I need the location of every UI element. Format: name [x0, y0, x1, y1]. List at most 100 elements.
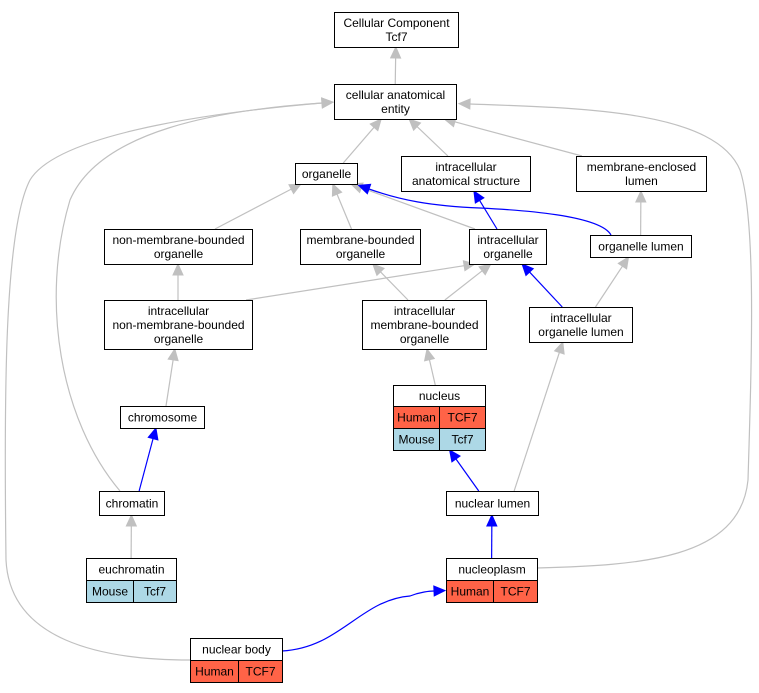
- species-label: Human: [195, 665, 234, 679]
- edge-line: [455, 458, 480, 492]
- node-label-line: membrane-bounded: [306, 233, 414, 247]
- edge-nbody-to-cae: [4, 97, 335, 661]
- edge-line: [416, 126, 449, 157]
- edge-nlumen-to-nucleus: [448, 449, 480, 492]
- edge-line: [594, 265, 623, 308]
- node-chromatin[interactable]: chromatin: [99, 491, 165, 516]
- edge-ias-to-cae: [408, 118, 449, 157]
- edge-line: [214, 188, 292, 230]
- edge-nucleus-to-imbo: [423, 347, 436, 386]
- node-nlumen[interactable]: nuclear lumen: [446, 491, 539, 516]
- arrow-head: [172, 262, 184, 276]
- node-label-line: Cellular Component: [343, 16, 450, 30]
- arrow-head: [423, 347, 436, 362]
- edge-line: [479, 200, 498, 230]
- edge-inmbo-to-nmbo: [172, 262, 184, 300]
- edge-line: [368, 188, 612, 236]
- edge-nucleoplasm-to-cae: [457, 98, 753, 569]
- node-label-line: membrane-enclosed: [587, 160, 696, 174]
- gene-label: TCF7: [246, 665, 276, 679]
- gene-cell: [493, 580, 538, 603]
- node-label-line: organelle: [400, 332, 450, 346]
- edge-line: [336, 193, 353, 230]
- node-box: [576, 156, 707, 192]
- edge-line: [529, 271, 563, 308]
- edge-nlumen-to-iol: [513, 340, 565, 492]
- edge-ol-to-organelle: [357, 183, 612, 236]
- edge-line: [55, 102, 323, 492]
- arrow-head: [486, 513, 498, 527]
- node-label-line: chromatin: [106, 497, 159, 511]
- arrow-head: [147, 426, 159, 441]
- node-box: [120, 406, 205, 429]
- arrow-head: [408, 118, 422, 132]
- edge-line: [281, 590, 435, 652]
- edge-line: [361, 187, 476, 230]
- gene-cell: [133, 580, 177, 603]
- edges-layer: [4, 45, 753, 661]
- node-label-line: chromosome: [128, 411, 198, 425]
- node-box: [334, 12, 459, 48]
- node-ol[interactable]: organelle lumen: [590, 235, 692, 258]
- node-box: [334, 84, 457, 120]
- node-box: [446, 491, 539, 516]
- node-label-line: intracellular: [394, 304, 455, 318]
- node-box: [295, 163, 358, 185]
- arrow-head: [617, 255, 630, 270]
- gene-label: TCF7: [501, 585, 531, 599]
- node-label-line: nuclear lumen: [455, 497, 530, 511]
- edge-mel-to-cae: [443, 116, 583, 157]
- node-box: [401, 156, 531, 192]
- edge-nmbo-to-organelle: [214, 183, 303, 230]
- edge-line: [245, 265, 465, 301]
- edge-iol-to-ol: [594, 255, 630, 308]
- arrow-head: [553, 340, 565, 355]
- edge-euchromatin-to-chromatin: [125, 513, 138, 559]
- edge-organelle-to-cae: [342, 118, 382, 164]
- edge-imbo-to-io: [444, 263, 492, 301]
- gene-cell: [439, 428, 486, 451]
- node-inmbo[interactable]: intracellularnon-membrane-boundedorganel…: [104, 300, 253, 350]
- arrow-head: [521, 263, 535, 277]
- arrow-head: [473, 189, 485, 204]
- species-label: Human: [397, 411, 436, 425]
- gene-label: Tcf7: [144, 585, 166, 599]
- node-label-line: lumen: [625, 174, 658, 188]
- node-label-line: intracellular: [550, 311, 611, 325]
- edge-line: [469, 103, 753, 569]
- node-label-line: organelle: [154, 332, 204, 346]
- species-label: Mouse: [92, 585, 128, 599]
- edge-line: [342, 126, 375, 164]
- edge-line: [454, 121, 583, 157]
- node-box: [469, 229, 547, 265]
- node-label-line: organelle: [336, 247, 386, 261]
- node-label-line: euchromatin: [98, 563, 164, 577]
- edge-mbo-to-organelle: [331, 182, 353, 230]
- node-label-line: organelle: [302, 167, 352, 181]
- edge-nbody-to-nucleoplasm: [281, 585, 447, 652]
- arrow-head: [433, 585, 447, 597]
- node-box: [99, 491, 165, 516]
- edge-imbo-to-mbo: [371, 263, 409, 301]
- node-organelle[interactable]: organelle: [295, 163, 358, 185]
- node-label-line: nucleus: [419, 389, 460, 403]
- arrow-head: [457, 98, 471, 110]
- node-chromosome[interactable]: chromosome: [120, 406, 205, 429]
- node-label-line: anatomical structure: [412, 174, 520, 188]
- edge-chromosome-to-inmbo: [165, 347, 179, 407]
- node-label-line: intracellular: [435, 160, 496, 174]
